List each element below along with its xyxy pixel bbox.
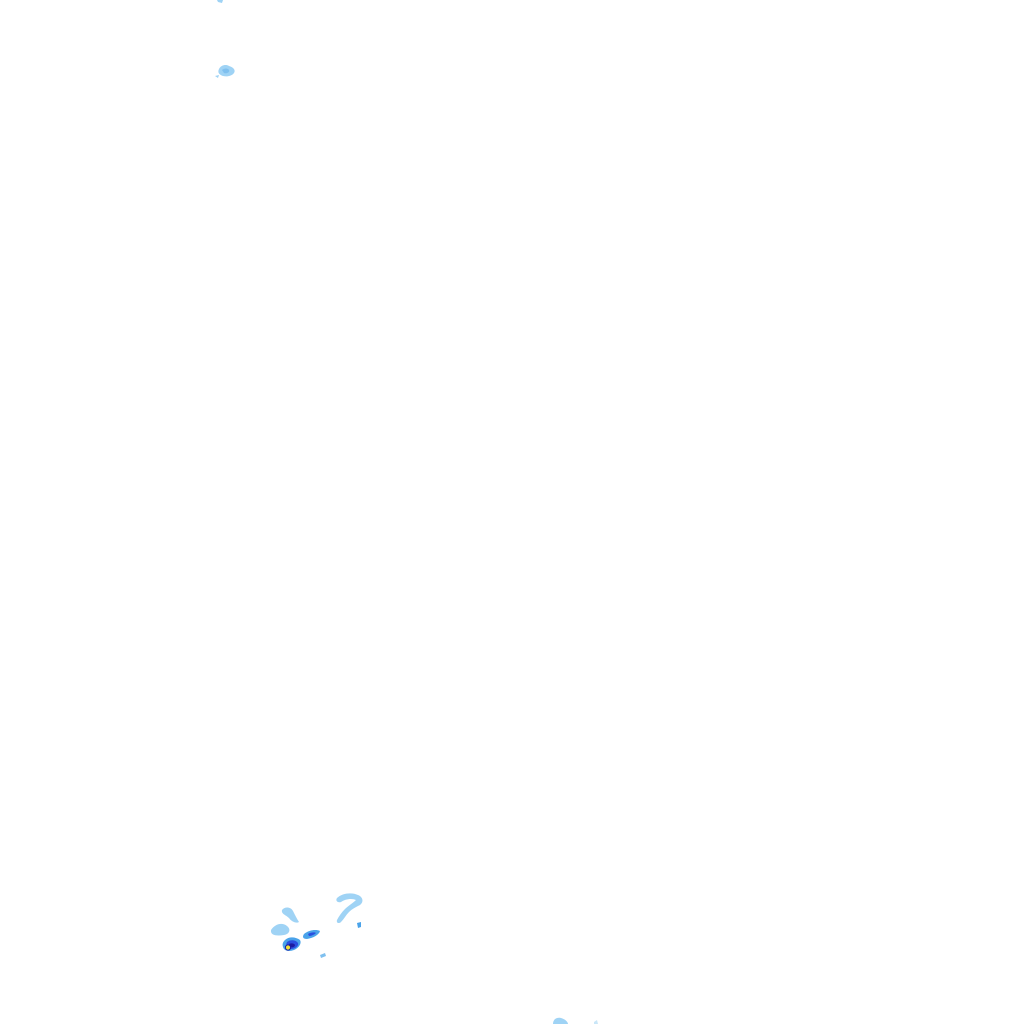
echo-southwest-cluster — [270, 907, 326, 958]
echo-top-left-fragment — [217, 0, 223, 3]
echo-south-bottom-edge — [553, 1017, 598, 1024]
echo-southwest-arc — [336, 893, 363, 928]
echo-upper-left-cluster — [215, 65, 235, 78]
